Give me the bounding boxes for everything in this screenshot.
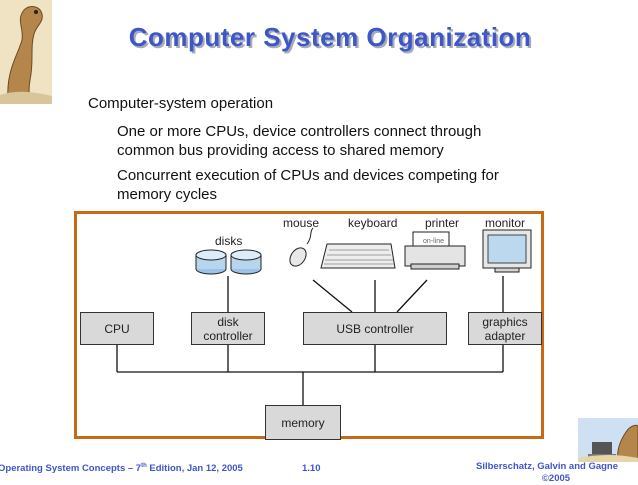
printer-label: printer	[425, 216, 460, 230]
graphics-adapter-box: graphics adapter	[468, 312, 542, 345]
disk-icon	[230, 249, 262, 275]
mouse-icon	[289, 227, 314, 267]
keyboard-icon	[320, 243, 396, 269]
bullet-level2-item: Concurrent execution of CPUs and devices…	[117, 167, 499, 203]
dinosaur-illustration	[0, 0, 52, 104]
footer-book-title: Operating System Concepts – 7th Edition,…	[0, 463, 243, 475]
printer-icon	[404, 231, 466, 270]
mouse-label: mouse	[283, 216, 320, 230]
disk-controller-box: disk controller	[191, 312, 265, 345]
footer-page-number: 1.10	[302, 463, 321, 474]
slide-title: Computer System Organization	[128, 22, 532, 52]
printer-status-label: on-line	[423, 238, 445, 245]
monitor-label: monitor	[485, 216, 526, 230]
footer-authors: Silberschatz, Galvin and Gagne©2005	[476, 461, 619, 484]
memory-box: memory	[265, 405, 341, 440]
dinosaur-laptop-illustration	[578, 418, 638, 462]
monitor-icon	[482, 229, 532, 273]
system-diagram: disks mouse keyboard printer on-line mon…	[74, 211, 544, 440]
diagram-connections	[116, 227, 532, 405]
keyboard-label: keyboard	[348, 216, 398, 230]
bullet-level2-item: One or more CPUs, device controllers con…	[117, 123, 482, 159]
bullet-level1: Computer-system operation	[88, 95, 274, 112]
disks-label: disks	[215, 234, 243, 248]
cpu-box: CPU	[80, 312, 154, 345]
disk-icon	[195, 249, 227, 275]
usb-controller-box: USB controller	[303, 312, 447, 345]
